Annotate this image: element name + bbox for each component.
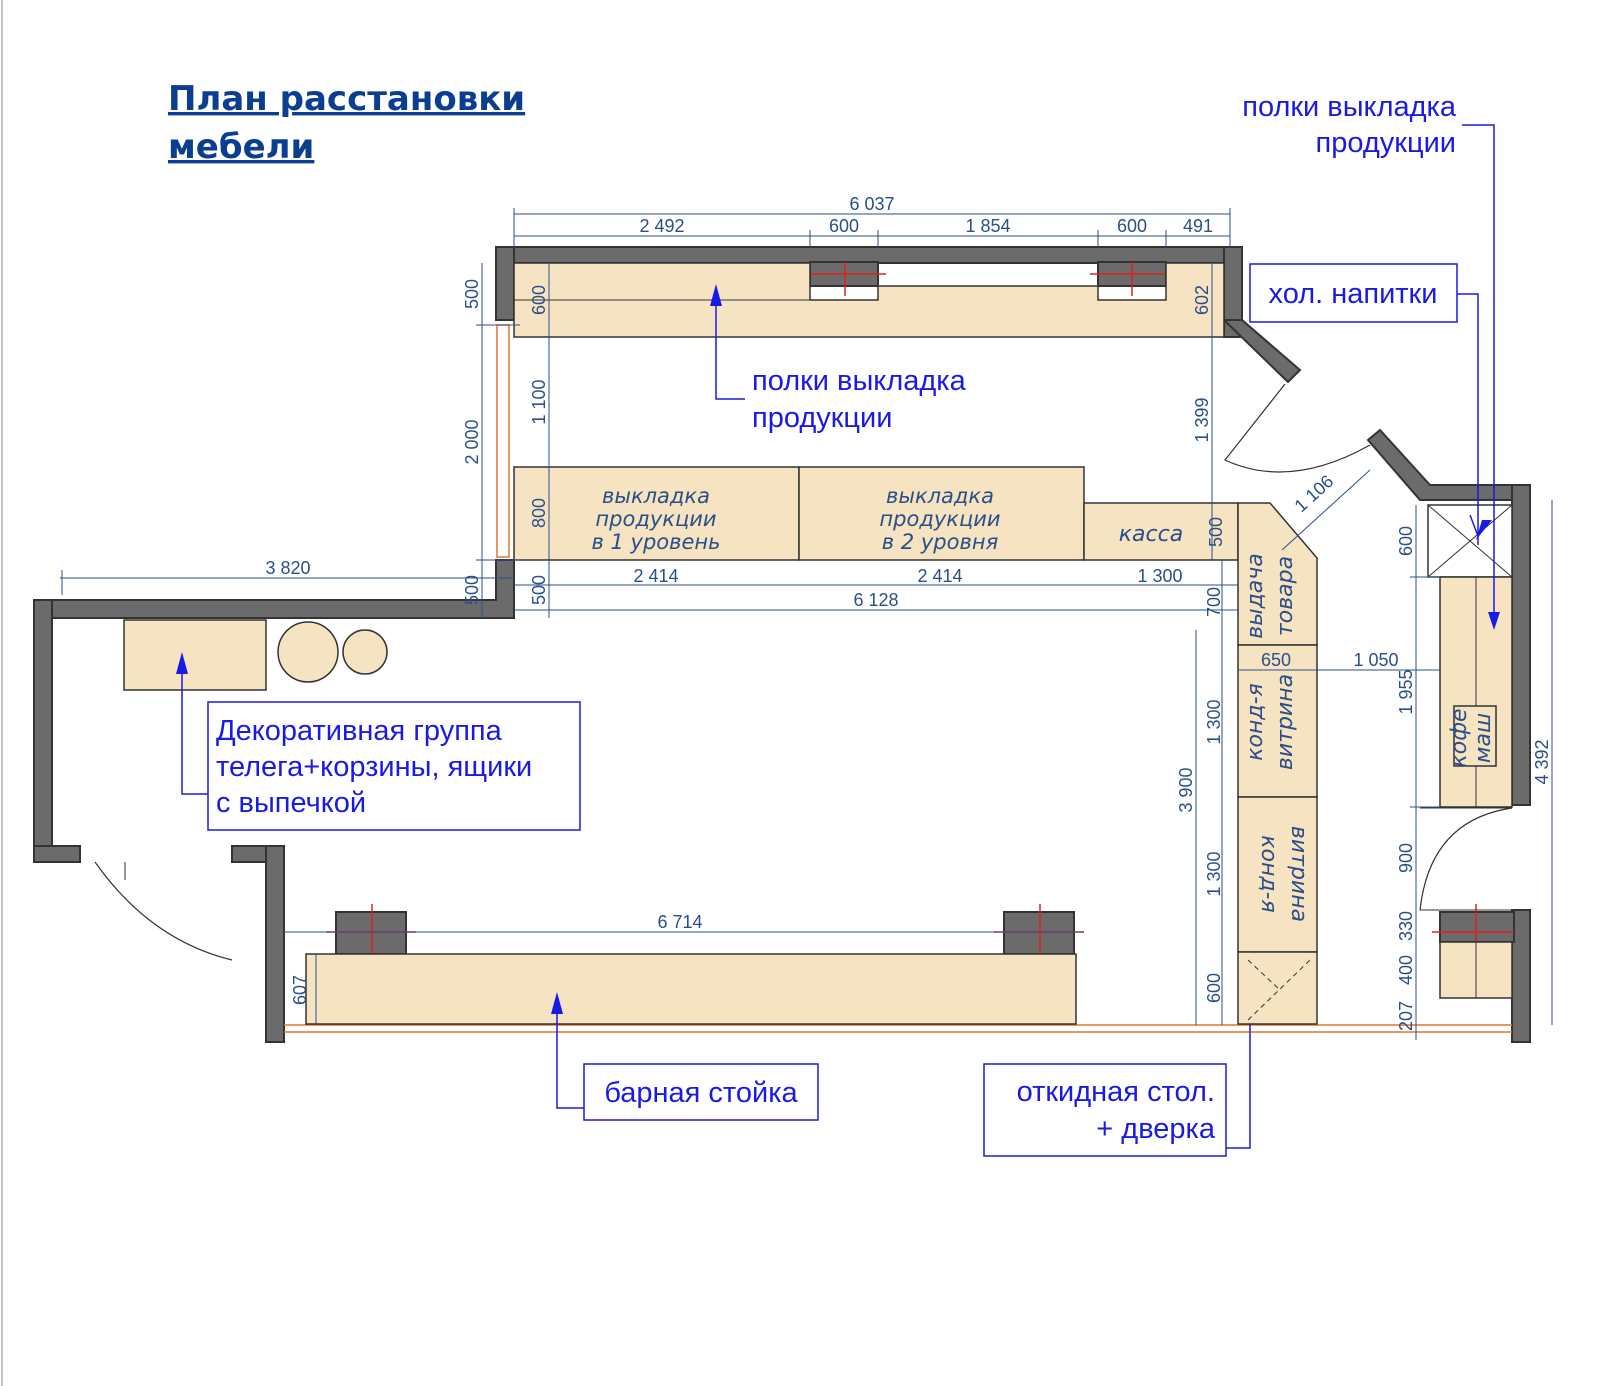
wall-right-upper-vertical [1511, 484, 1531, 806]
dim-v-1300-b: 1 300 [1204, 851, 1224, 896]
dim-r-4392: 4 392 [1532, 739, 1552, 784]
callouts: полки выкладка продукции хол. напитки по… [176, 91, 1500, 1157]
entrance-door [94, 861, 233, 961]
dim-display-800: 800 [529, 498, 549, 528]
decor-basket-2 [342, 629, 388, 675]
confect-1-line1: конд-я [1243, 683, 1268, 761]
label-box-cold-drinks [1249, 263, 1458, 323]
label-folding-table-line1: откидная стол. [1017, 1076, 1215, 1108]
cashier-label: касса [1119, 522, 1183, 547]
dim-diag-1106: 1 106 [1291, 471, 1338, 516]
display-2-line2: продукции [879, 507, 1000, 531]
pickup-counter [1237, 502, 1318, 646]
dim-left-3820: 3 820 [265, 558, 310, 578]
dim-top-5: 491 [1183, 216, 1213, 236]
coffee-line2: маш [1471, 713, 1496, 763]
label-decor-line1: Декоративная группа [216, 715, 503, 747]
dim-left-500-bottom: 500 [462, 575, 482, 605]
dim-top-total: 6 037 [849, 194, 894, 214]
dim-top-2: 600 [829, 216, 859, 236]
label-shelves-top-right-line1: полки выкладка [1242, 91, 1457, 123]
label-box-decor [207, 701, 581, 831]
dim-r-600: 600 [1396, 526, 1416, 556]
dim-row-2414-a: 2 414 [633, 566, 678, 586]
dim-right-1399: 1 399 [1192, 397, 1212, 442]
wall-right-mid [1366, 428, 1531, 501]
coffee-line1: кофе [1447, 708, 1472, 767]
dim-left-2000: 2 000 [462, 419, 482, 464]
label-shelves-top-right-line2: продукции [1316, 127, 1456, 159]
dim-bar-607: 607 [290, 975, 310, 1005]
dim-top-1: 2 492 [639, 216, 684, 236]
service-door-2 [1419, 807, 1513, 911]
pickup-line1: выдача [1243, 553, 1268, 639]
label-folding-table-line2: + дверка [1096, 1113, 1216, 1145]
dim-r-207: 207 [1396, 1001, 1416, 1031]
pillar-bottom-2 [1003, 911, 1075, 955]
decor-basket-1 [277, 621, 339, 683]
label-decor-line3: с выпечкой [216, 787, 366, 819]
confectionery-showcase-2 [1237, 796, 1318, 953]
service-door-1 [1224, 383, 1371, 473]
display-2-line1: выкладка [886, 484, 994, 508]
display-2 [798, 466, 1085, 561]
dim-gap-1100: 1 100 [529, 379, 549, 424]
dim-r-400: 400 [1396, 955, 1416, 985]
bar-counter [305, 953, 1077, 1025]
label-cold-drinks: хол. напитки [1269, 278, 1438, 310]
coffee-machine [1453, 705, 1497, 767]
dim-r-900: 900 [1396, 843, 1416, 873]
label-shelves-center-line1: полки выкладка [752, 365, 967, 397]
doors [94, 383, 1513, 961]
dim-v-3900: 3 900 [1176, 767, 1196, 812]
display-1-line2: продукции [595, 507, 716, 531]
dim-top-4: 600 [1117, 216, 1147, 236]
display-1 [513, 466, 800, 561]
dimension-lines [60, 208, 1553, 1040]
pillar-bottom-1 [335, 911, 407, 955]
pillar-right [1439, 911, 1515, 943]
dim-top-3: 1 854 [965, 216, 1010, 236]
confect-2-line1: конд-я [1256, 835, 1281, 913]
page-title-line2: мебели [168, 127, 314, 167]
wall-left-upper [495, 246, 515, 321]
dim-v-600: 600 [1204, 973, 1224, 1003]
dim-bar-6714: 6 714 [657, 912, 702, 932]
dim-right-602: 602 [1192, 285, 1212, 315]
dim-r-1955: 1 955 [1396, 669, 1416, 714]
wall-far-left-foot [33, 845, 81, 863]
dim-v-700: 700 [1204, 587, 1224, 617]
label-shelves-center-line2: продукции [752, 402, 892, 434]
pickup-line2: товара [1273, 556, 1298, 636]
dim-display-500: 500 [529, 575, 549, 605]
display-1-line1: выкладка [602, 484, 710, 508]
label-box-folding-table [983, 1063, 1227, 1157]
wall-bottom-left [265, 845, 285, 1043]
wall-far-left [33, 599, 53, 857]
dim-row-2414-b: 2 414 [917, 566, 962, 586]
dim-right-500: 500 [1206, 517, 1226, 547]
dim-row-1300: 1 300 [1137, 566, 1182, 586]
dim-h-1050: 1 050 [1353, 650, 1398, 670]
wall-diagonal [1221, 319, 1302, 384]
label-box-bar [583, 1063, 819, 1121]
display-1-line3: в 1 уровень [591, 530, 720, 554]
dim-h-650: 650 [1261, 650, 1291, 670]
label-bar-counter: барная стойка [604, 1077, 798, 1109]
display-2-line3: в 2 уровня [882, 530, 998, 554]
dim-v-1300-a: 1 300 [1204, 699, 1224, 744]
confect-2-line2: витрина [1286, 826, 1311, 922]
wall-top [495, 246, 1243, 264]
dim-left-500-top: 500 [462, 279, 482, 309]
furniture [123, 262, 1513, 1025]
confect-1-line2: витрина [1273, 674, 1298, 770]
dim-shelf-600: 600 [529, 285, 549, 315]
furniture-labels: выкладка продукции в 1 уровень выкладка … [591, 484, 1496, 922]
dim-row-6128: 6 128 [853, 590, 898, 610]
label-decor-line2: телега+корзины, ящики [216, 751, 532, 783]
decor-cart [123, 619, 267, 691]
dim-r-330: 330 [1396, 911, 1416, 941]
page-title-line1: План расстановки [168, 79, 525, 119]
